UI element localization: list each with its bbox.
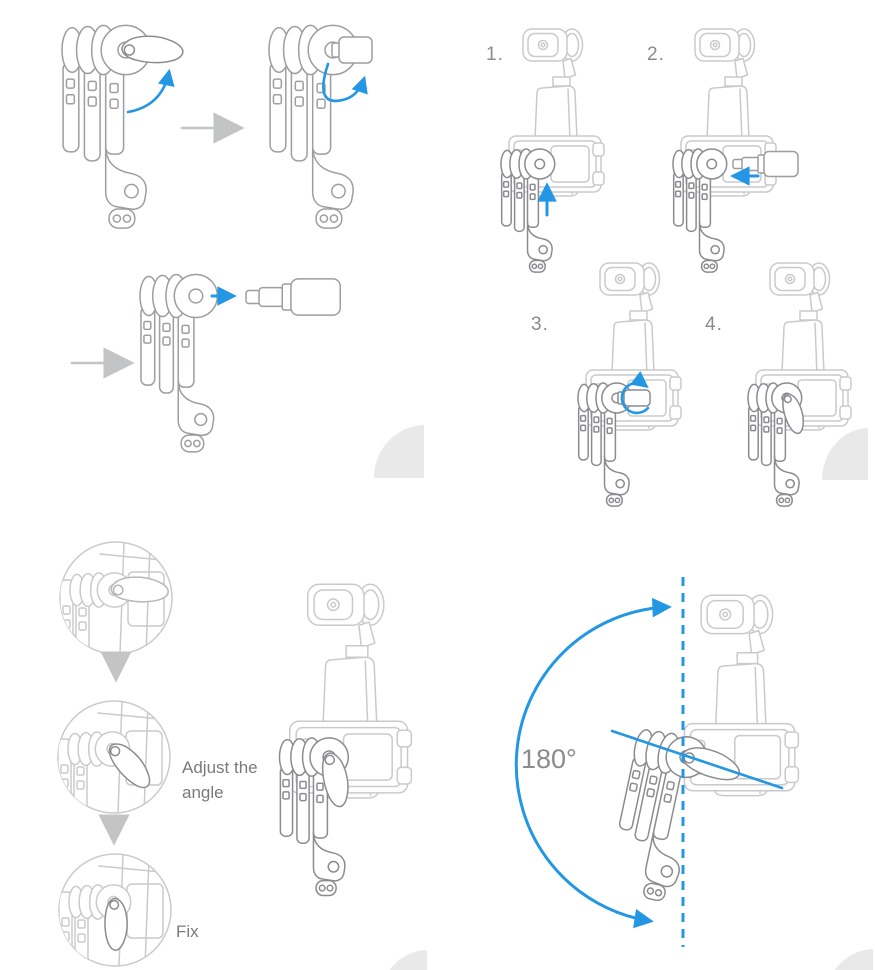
closeup-lever-open xyxy=(60,542,172,654)
assembled-unit-figure xyxy=(280,584,412,895)
rotate-arrow-icon xyxy=(128,68,175,112)
step-4-label: 4. xyxy=(705,314,723,335)
locking-lever xyxy=(110,576,170,603)
figure-arm-screw-removed xyxy=(140,274,342,451)
quarter-disc-watermark xyxy=(374,425,873,970)
step-2-figure xyxy=(673,29,799,272)
step-2-label: 2. xyxy=(647,44,665,65)
step-1-label: 1. xyxy=(486,44,504,65)
screw-head xyxy=(624,390,650,406)
locking-lever xyxy=(121,35,184,64)
adjust-angle-caption-line2: angle xyxy=(182,783,224,802)
step-1-figure xyxy=(501,29,604,272)
adjust-angle-caption-line1: Adjust the xyxy=(182,758,258,777)
step-3-label: 3. xyxy=(531,314,549,335)
screw-head xyxy=(339,37,372,63)
step-3-figure xyxy=(578,263,681,506)
rotation-range-figure xyxy=(516,577,798,947)
closeup-lever-fixed xyxy=(59,854,171,966)
figure-arm-screw-exposed xyxy=(269,25,372,228)
extension-arm xyxy=(140,274,217,451)
closeup-lever-adjust xyxy=(58,701,170,813)
fix-caption: Fix xyxy=(176,922,199,941)
figure-arm-lever-unfolded xyxy=(62,25,184,228)
thumb-screw xyxy=(244,277,342,317)
rotation-arc-arrow-icon xyxy=(516,597,672,929)
rotation-angle-label: 180° xyxy=(521,744,577,774)
rotate-arrow-icon xyxy=(323,64,368,101)
rotate-arrow-icon xyxy=(622,371,648,413)
